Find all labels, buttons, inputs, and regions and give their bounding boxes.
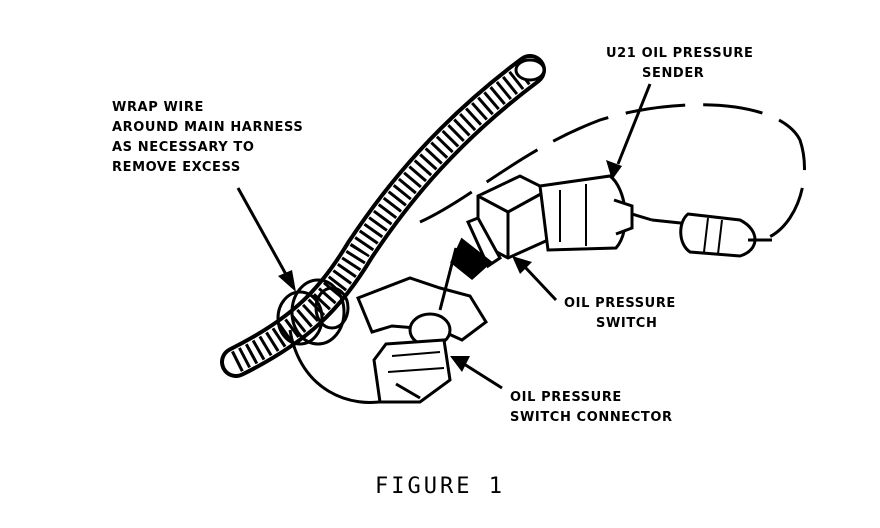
leader-lines: [236, 83, 652, 390]
oil-pressure-switch: [450, 174, 550, 280]
connector-wire: [288, 329, 391, 404]
callout-oil-pressure-switch: OIL PRESSURE SWITCH: [564, 296, 676, 331]
figure-caption: FIGURE 1: [375, 474, 505, 499]
oil-pressure-switch-connector: [356, 247, 488, 404]
sender-wire: [419, 103, 806, 242]
sender-pigtail-connector: [651, 212, 772, 258]
main-harness: [220, 54, 546, 378]
oil-pressure-sender: [538, 174, 653, 252]
callout-wrap-wire: WRAP WIRE AROUND MAIN HARNESS AS NECESSA…: [112, 100, 304, 175]
wrapped-wire-loops: [276, 278, 350, 346]
leader-arrowheads: [278, 160, 622, 372]
callout-oil-pressure-sender: U21 OIL PRESSURE SENDER: [606, 46, 754, 81]
callout-switch-connector: OIL PRESSURE SWITCH CONNECTOR: [510, 390, 673, 425]
